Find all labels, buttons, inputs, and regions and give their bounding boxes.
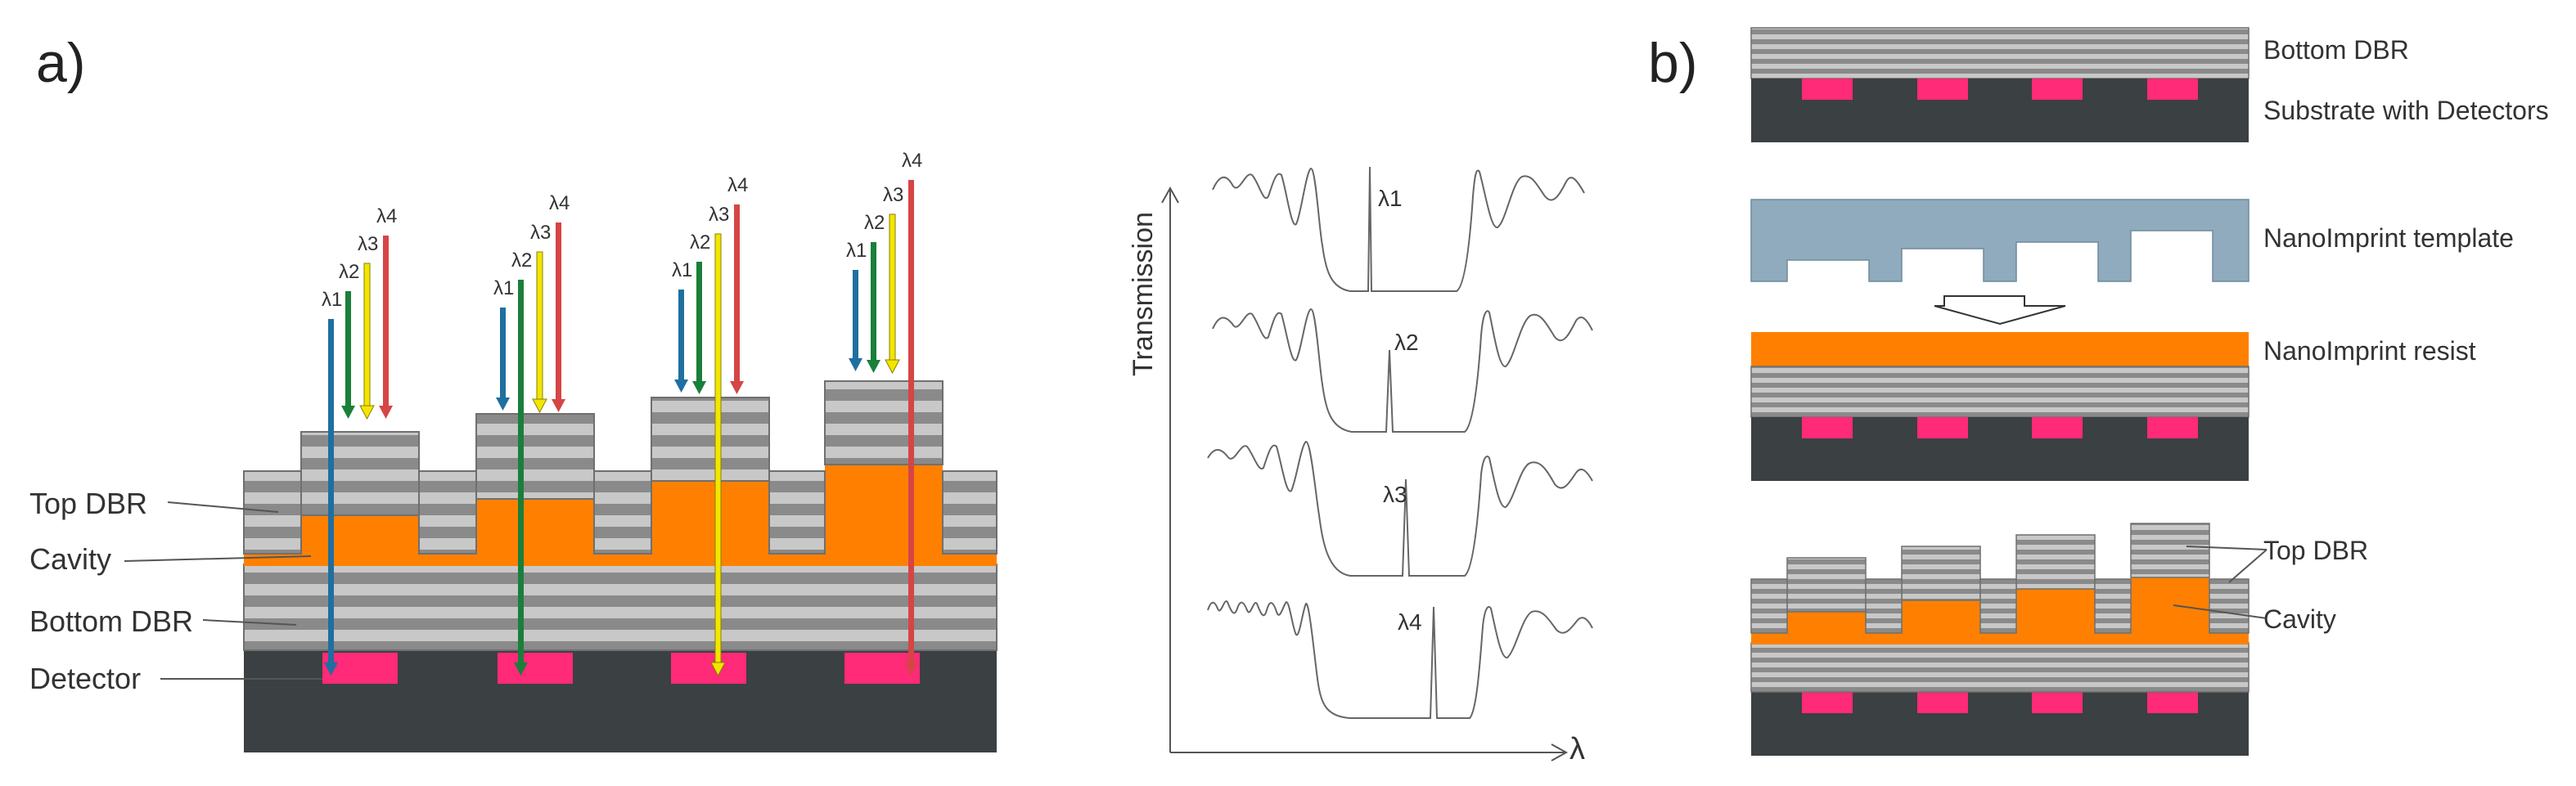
label-bottom-dbr-b: Bottom DBR	[2263, 35, 2409, 65]
label-substrate-detectors: Substrate with Detectors	[2263, 96, 2549, 125]
arrow-label-l4: λ4	[727, 174, 748, 196]
detector-1	[322, 653, 398, 684]
top-dbr-gap-2	[593, 470, 652, 555]
arrow-label-l1: λ1	[846, 240, 867, 262]
step4-bottom-dbr	[1750, 642, 2249, 693]
top-dbr-3	[651, 397, 770, 482]
arrow-label-l4: λ4	[902, 150, 922, 172]
cavity-step-3	[651, 481, 769, 556]
panel-b-label: b)	[1648, 32, 1697, 94]
arrow-label-l3: λ3	[883, 184, 903, 206]
arrow-group-2: λ1 λ2 λ3 λ4	[493, 192, 570, 676]
step-4: Top DBR Cavity	[1750, 523, 2368, 756]
top-dbr-gap-0	[243, 470, 302, 555]
nanoimprint-resist	[1751, 332, 2249, 366]
press-down-arrow	[1934, 295, 2066, 326]
detector-2	[498, 653, 573, 684]
step1-bottom-dbr	[1750, 27, 2249, 79]
y-axis-arrowhead	[1161, 186, 1179, 204]
cavity-step-2	[476, 499, 594, 556]
leader-lines	[124, 501, 322, 680]
step-2: NanoImprint template	[1750, 199, 2514, 326]
x-axis-label: λ	[1569, 732, 1585, 766]
detector-4	[844, 653, 920, 684]
arrow-group-3: λ1 λ2 λ3 λ4	[672, 174, 748, 677]
peak-label-1: λ1	[1378, 186, 1403, 211]
spectrum-4	[1207, 600, 1593, 719]
spectra-panel: Transmission λ λ1 λ2 λ3 λ4	[1128, 166, 1593, 766]
cavity-steps	[301, 465, 943, 556]
label-top-dbr: Top DBR	[29, 487, 147, 520]
spectrum-3	[1207, 440, 1593, 577]
arrow-label-l2: λ2	[864, 212, 885, 234]
arrow-label-l3: λ3	[530, 222, 551, 244]
arrow-label-l2: λ2	[339, 261, 359, 283]
spectrum-1	[1212, 166, 1585, 292]
arrow-group-4: λ1 λ2 λ3 λ4	[846, 150, 922, 676]
label-nanoimprint-template: NanoImprint template	[2263, 223, 2514, 253]
step-3: NanoImprint resist	[1750, 332, 2476, 481]
step4-cavity-base	[1751, 633, 2249, 645]
panel-a-label: a)	[36, 32, 85, 94]
bottom-dbr	[243, 564, 998, 651]
label-nanoimprint-resist: NanoImprint resist	[2263, 336, 2476, 366]
peak-label-4: λ4	[1398, 609, 1422, 635]
x-axis-arrowhead	[1551, 743, 1569, 761]
top-dbr-2	[475, 413, 595, 500]
arrow-label-l1: λ1	[672, 259, 692, 281]
arrow-label-l1: λ1	[322, 289, 342, 311]
arrow-label-l4: λ4	[376, 205, 397, 227]
arrow-label-l4: λ4	[549, 192, 570, 214]
peak-label-3: λ3	[1383, 482, 1407, 507]
detectors	[322, 653, 920, 684]
label-cavity-b: Cavity	[2263, 604, 2336, 634]
top-dbr-gap-1	[418, 470, 477, 555]
top-dbr-gap-3	[768, 470, 826, 555]
arrow-label-l3: λ3	[709, 204, 729, 226]
light-arrows: λ1 λ2 λ3 λ4 λ1 λ2 λ3 λ4	[322, 150, 922, 677]
peak-label-2: λ2	[1394, 330, 1419, 355]
top-dbr-stacks	[243, 380, 998, 555]
top-dbr-gap-4	[942, 470, 998, 555]
panel-b: b) Bottom DBR Substrate with Detectors N…	[1648, 27, 2549, 756]
arrow-label-l3: λ3	[358, 233, 378, 255]
top-dbr-1	[300, 431, 420, 516]
label-top-dbr-b: Top DBR	[2263, 536, 2368, 565]
step3-bottom-dbr	[1750, 366, 2249, 418]
label-cavity: Cavity	[29, 542, 111, 576]
cavity-base	[244, 554, 997, 566]
detector-3	[671, 653, 746, 684]
arrow-label-l2: λ2	[690, 231, 710, 254]
arrow-group-1: λ1 λ2 λ3 λ4	[322, 205, 397, 676]
cavity-step-1	[301, 515, 419, 556]
y-axis-label: Transmission	[1128, 212, 1159, 376]
top-dbr-4	[824, 380, 943, 465]
nanoimprint-template	[1750, 199, 2249, 282]
cavity-step-4	[825, 465, 943, 556]
label-detector: Detector	[29, 662, 141, 695]
arrow-label-l2: λ2	[511, 249, 532, 272]
step-1: Bottom DBR Substrate with Detectors	[1750, 27, 2549, 142]
panel-a: a)	[29, 32, 998, 752]
arrow-label-l1: λ1	[493, 277, 514, 299]
spectrum-2	[1212, 308, 1593, 433]
label-bottom-dbr: Bottom DBR	[29, 604, 193, 638]
